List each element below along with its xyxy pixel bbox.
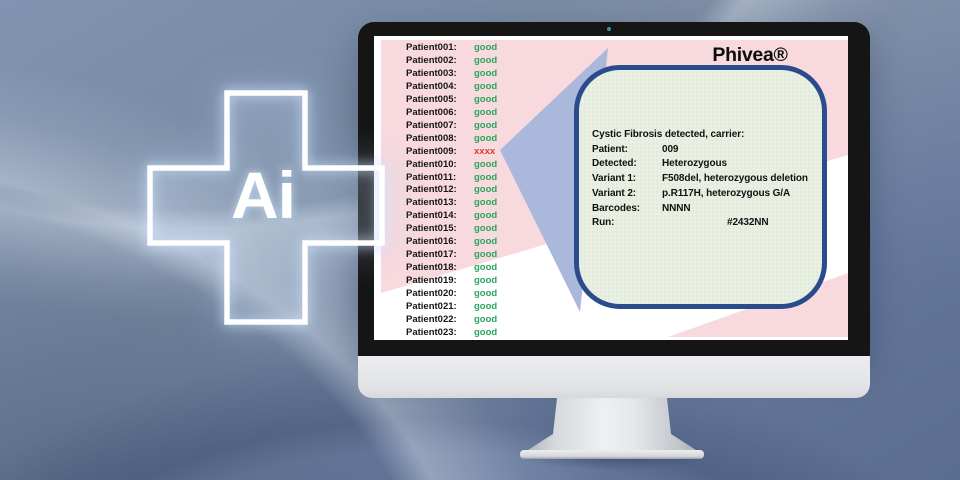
patient-row: Patient011: good <box>406 172 497 185</box>
result-panel: Cystic Fibrosis detected, carrier: Patie… <box>574 65 827 309</box>
panel-row: Variant 1: F508del, heterozygous deletion <box>592 172 816 187</box>
brand-title: Phivea® <box>712 44 788 66</box>
patient-row: Patient002: good <box>406 55 497 68</box>
patient-status: good <box>474 275 498 287</box>
patient-status: good <box>474 42 498 53</box>
patient-status: good <box>474 249 498 261</box>
panel-row-value: F508del, heterozygous deletion <box>662 173 808 185</box>
monitor-stand-base <box>520 450 704 459</box>
panel-row-label: Barcodes: <box>592 202 641 214</box>
patient-id: Patient002: <box>406 54 457 66</box>
patient-id: Patient020: <box>406 288 457 300</box>
ai-logo-text: Ai <box>231 158 296 232</box>
patient-id: Patient023: <box>406 326 457 338</box>
patient-id: Patient003: <box>406 67 457 79</box>
patient-status: good <box>474 67 498 79</box>
patient-row: Patient014: good <box>406 210 497 223</box>
patient-status: good <box>474 93 498 105</box>
patient-row: Patient022: good <box>406 314 497 327</box>
patient-status: good <box>474 54 498 66</box>
patient-status: good <box>474 210 498 222</box>
patient-id: Patient019: <box>406 275 457 287</box>
patient-id: Patient017: <box>406 249 457 261</box>
patient-row: Patient023: good <box>406 327 497 340</box>
patient-id: Patient014: <box>406 210 457 222</box>
patient-status: good <box>474 262 498 274</box>
panel-row-label: Detected: <box>592 158 637 170</box>
patient-row: Patient019: good <box>406 275 497 288</box>
panel-text: Cystic Fibrosis detected, carrier: Patie… <box>592 128 816 231</box>
panel-row-value: 009 <box>662 143 679 155</box>
panel-row: Detected: Heterozygous <box>592 157 816 172</box>
panel-row-value: NNNN <box>662 202 691 214</box>
patient-row: Patient007: good <box>406 120 497 133</box>
patient-row: Patient012: good <box>406 184 497 197</box>
patient-id: Patient012: <box>406 184 457 196</box>
patient-status: good <box>474 119 498 131</box>
panel-row-label: Variant 2: <box>592 187 637 199</box>
patient-row: Patient005: good <box>406 94 497 107</box>
patient-row: Patient004: good <box>406 81 497 94</box>
patient-status: good <box>474 288 498 300</box>
patient-id: Patient021: <box>406 301 457 313</box>
patient-status: good <box>474 223 498 235</box>
patient-status: xxxx <box>474 145 496 157</box>
patient-id: Patient016: <box>406 236 457 248</box>
patient-row: Patient003: good <box>406 68 497 81</box>
patient-id: Patient009: <box>406 145 457 157</box>
patient-id: Patient010: <box>406 158 457 170</box>
patient-id: Patient006: <box>406 106 457 118</box>
patient-status: good <box>474 326 498 338</box>
patient-status: good <box>474 158 498 170</box>
patient-id: Patient001: <box>406 42 457 53</box>
patient-status: good <box>474 314 498 326</box>
panel-row: Barcodes: NNNN <box>592 202 816 217</box>
patient-row: Patient013: good <box>406 197 497 210</box>
patient-status: good <box>474 106 498 118</box>
panel-row-label: Patient: <box>592 143 628 155</box>
patient-status: good <box>474 80 498 92</box>
patient-row: Patient017: good <box>406 249 497 262</box>
patient-id: Patient018: <box>406 262 457 274</box>
monitor-chin <box>358 356 870 398</box>
patient-status: good <box>474 132 498 144</box>
patient-row: Patient021: good <box>406 301 497 314</box>
panel-row-label: Variant 1: <box>592 173 637 185</box>
patient-status: good <box>474 171 498 183</box>
patient-id: Patient022: <box>406 314 457 326</box>
panel-row-value: p.R117H, heterozygous G/A <box>662 187 791 199</box>
patient-row: Patient016: good <box>406 236 497 249</box>
panel-row: Variant 2: p.R117H, heterozygous G/A <box>592 187 816 202</box>
patient-id: Patient015: <box>406 223 457 235</box>
patient-row: Patient020: good <box>406 288 497 301</box>
patient-id: Patient005: <box>406 93 457 105</box>
screen: Cystic Fibrosis detected, carrier: Patie… <box>374 36 848 340</box>
patient-row: Patient018: good <box>406 262 497 275</box>
panel-row-value: #2432NN <box>727 217 769 229</box>
panel-row-label: Run: <box>592 217 615 229</box>
panel-row: Patient: 009 <box>592 143 816 158</box>
patient-id: Patient011: <box>406 171 457 183</box>
panel-headline: Cystic Fibrosis detected, carrier: <box>592 129 745 140</box>
patient-id: Patient007: <box>406 119 457 131</box>
patient-row: Patient009: xxxx <box>406 146 497 159</box>
patient-row: Patient015: good <box>406 223 497 236</box>
patient-row: Patient006: good <box>406 107 497 120</box>
patient-status: good <box>474 184 498 196</box>
patient-id: Patient013: <box>406 197 457 209</box>
panel-row: Run: #2432NN <box>592 216 816 231</box>
patient-status: good <box>474 197 498 209</box>
patient-row: Patient001: good <box>406 42 497 55</box>
patient-row: Patient010: good <box>406 159 497 172</box>
patient-id: Patient008: <box>406 132 457 144</box>
patient-id: Patient004: <box>406 80 457 92</box>
patient-status: good <box>474 301 498 313</box>
patient-row: Patient008: good <box>406 133 497 146</box>
camera-dot-icon <box>607 27 611 31</box>
panel-row-value: Heterozygous <box>662 158 727 170</box>
patient-status: good <box>474 236 498 248</box>
